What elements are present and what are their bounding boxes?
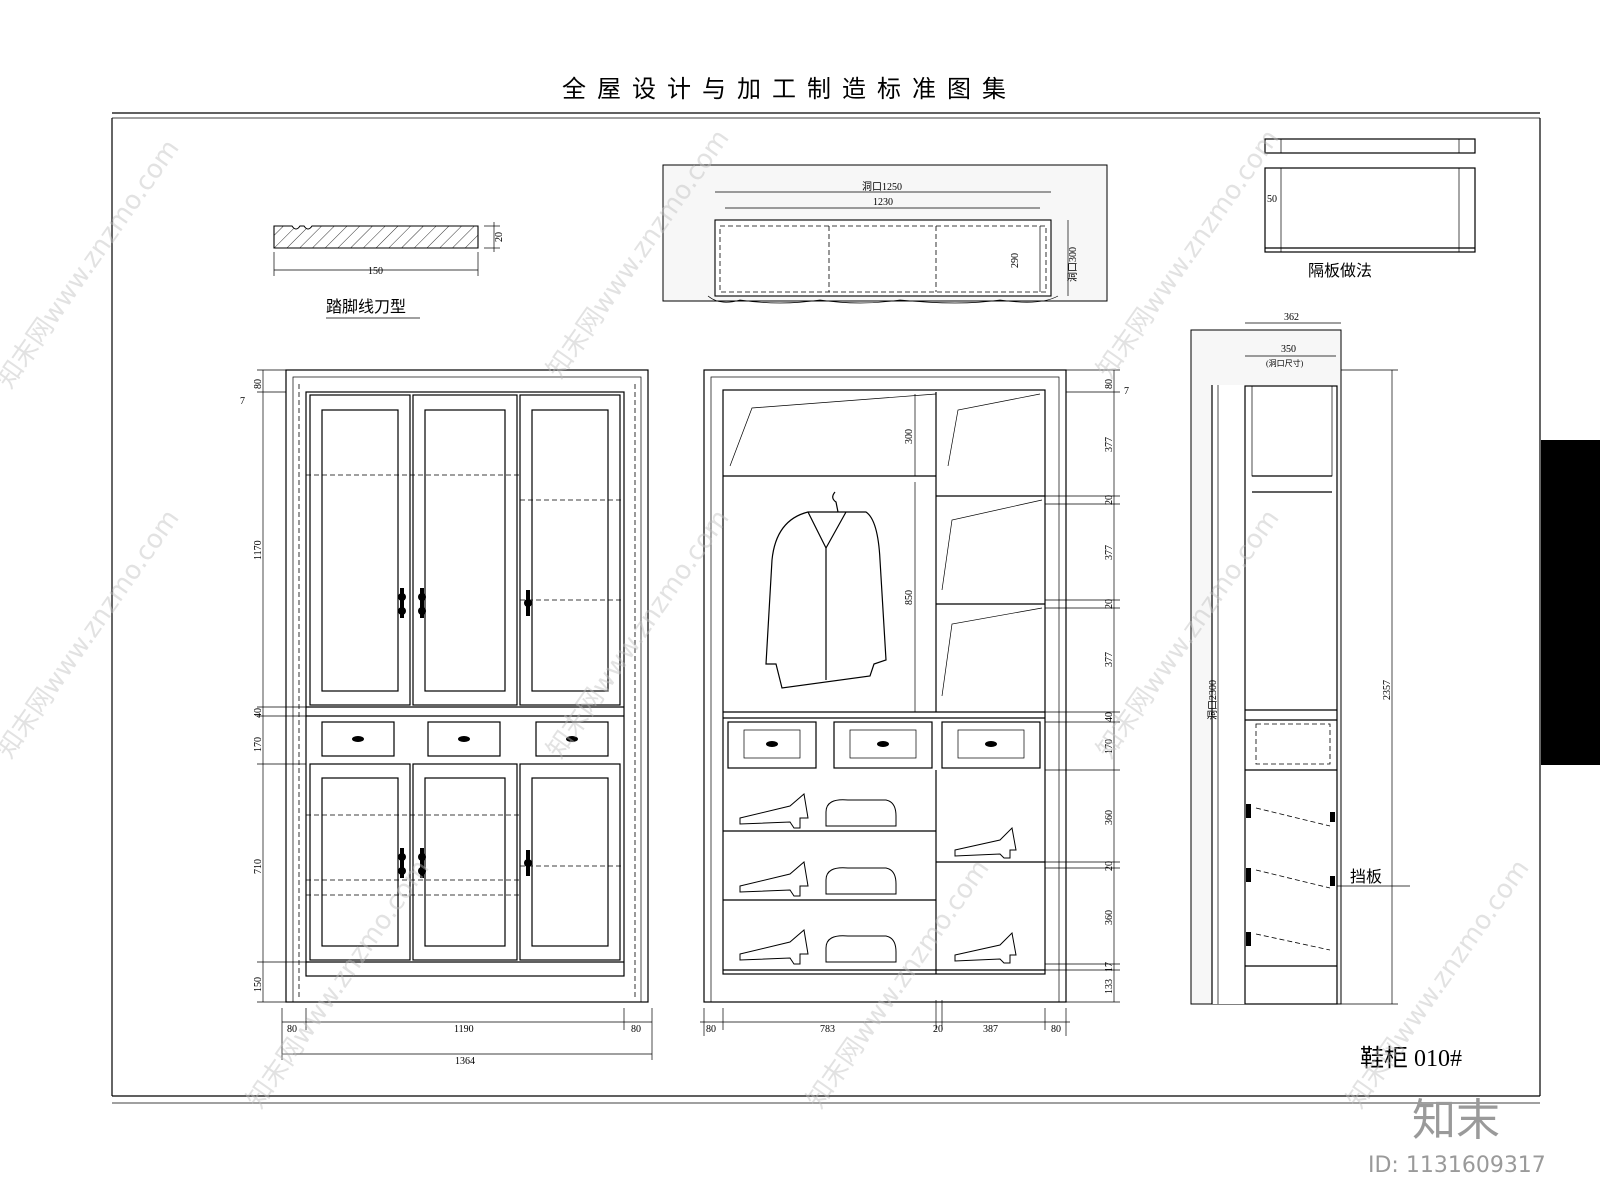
section-right-dim-11: 17 [1104, 962, 1115, 972]
section-bottom-dim-0: 80 [706, 1024, 716, 1035]
plan-depth-dim: 290 [1010, 253, 1021, 268]
front-left-dim-3: 170 [253, 737, 264, 752]
section-right-dim-4: 20 [1104, 599, 1115, 609]
section-right-dim-2: 20 [1104, 495, 1115, 505]
section-right-dim-6: 40 [1104, 712, 1115, 722]
watermark-text: 知末网www.znzmo.com [1341, 854, 1535, 1114]
front-small-dim: 7 [240, 396, 245, 407]
watermark-text: 知末网www.znzmo.com [541, 504, 735, 764]
section-right-dim-3: 377 [1104, 545, 1115, 560]
section-right-dim-0: 80 [1104, 379, 1115, 389]
front-left-dim-4: 710 [253, 859, 264, 874]
front-bottom-dim-2: 80 [631, 1024, 641, 1035]
shelf-detail: 50 隔板做法 [1264, 138, 1476, 280]
section-right-dim-7: 170 [1104, 739, 1115, 754]
skirting-height-dim: 20 [494, 232, 505, 242]
section-right-dim-10: 360 [1104, 910, 1115, 925]
front-bottom-dim-0: 80 [287, 1024, 297, 1035]
section-bottom-dim-3: 387 [983, 1024, 998, 1035]
section-right-dim-1: 377 [1104, 437, 1115, 452]
shoe-icon [739, 793, 1017, 965]
watermark-text: 知末网www.znzmo.com [0, 134, 186, 394]
front-overall-dim: 1364 [455, 1056, 475, 1067]
section-inner-dim-300: 300 [904, 429, 915, 444]
section-right-dim-8: 360 [1104, 810, 1115, 825]
section-right-dim-9: 20 [1104, 861, 1115, 871]
side-top-outer-dim: 362 [1284, 312, 1299, 323]
section-right-dim-12: 133 [1104, 979, 1115, 994]
front-left-dim-2: 40 [253, 708, 264, 718]
section-bottom-dim-4: 80 [1051, 1024, 1061, 1035]
watermark-id: ID: 1131609317 [1368, 1153, 1546, 1178]
shelf-method-label: 隔板做法 [1308, 261, 1372, 280]
front-left-dim-0: 80 [253, 379, 264, 389]
side-top-inner-dim: 350 [1281, 344, 1296, 355]
section-right-dim-5: 377 [1104, 652, 1115, 667]
sheet-label: 鞋柜 010# [1360, 1045, 1462, 1072]
plan-view: 洞口1250 1230 290 洞口300 [662, 164, 1108, 304]
door-handle-icon [398, 588, 532, 878]
coat-icon [765, 491, 887, 689]
side-tab [1541, 440, 1600, 765]
plan-opening-depth-dim: 洞口300 [1067, 247, 1079, 282]
front-left-dim-5: 150 [253, 977, 264, 992]
skirting-width-dim: 150 [368, 266, 383, 277]
front-elevation: 80 1170 40 170 710 150 7 80 1190 80 1364 [240, 369, 653, 1067]
side-opening-dim: 洞口2300 [1207, 680, 1219, 720]
shelf-edge-dim: 50 [1267, 194, 1277, 205]
section-inner-dim-850: 850 [904, 590, 915, 605]
side-section: 挡板 362 350 (洞口尺寸) 洞口2300 2357 [1190, 312, 1410, 1005]
watermark-text: 知末网www.znzmo.com [241, 854, 435, 1114]
plan-inner-dim: 1230 [873, 197, 893, 208]
section-bottom-dim-2: 20 [933, 1024, 943, 1035]
side-total-dim: 2357 [1382, 680, 1393, 700]
drawing-frame [111, 112, 1541, 1104]
watermark-text: 知末网www.znzmo.com [0, 504, 186, 764]
front-bottom-dim-1: 1190 [454, 1024, 474, 1035]
brand-logo: 知末 [1412, 1095, 1500, 1146]
section-elevation: 300 850 80 377 20 377 20 377 40 170 3 [700, 369, 1129, 1036]
front-left-dim-1: 1170 [253, 540, 264, 560]
skirting-label: 踏脚线刀型 [326, 297, 406, 316]
baffle-label: 挡板 [1350, 867, 1382, 886]
skirting-profile: 150 20 踏脚线刀型 [273, 222, 505, 319]
plan-opening-dim: 洞口1250 [862, 181, 902, 193]
side-top-note: (洞口尺寸) [1266, 358, 1304, 368]
page-title: 全屋设计与加工制造标准图集 [562, 75, 1017, 103]
section-bottom-dim-1: 783 [820, 1024, 835, 1035]
section-small-dim: 7 [1124, 386, 1129, 397]
